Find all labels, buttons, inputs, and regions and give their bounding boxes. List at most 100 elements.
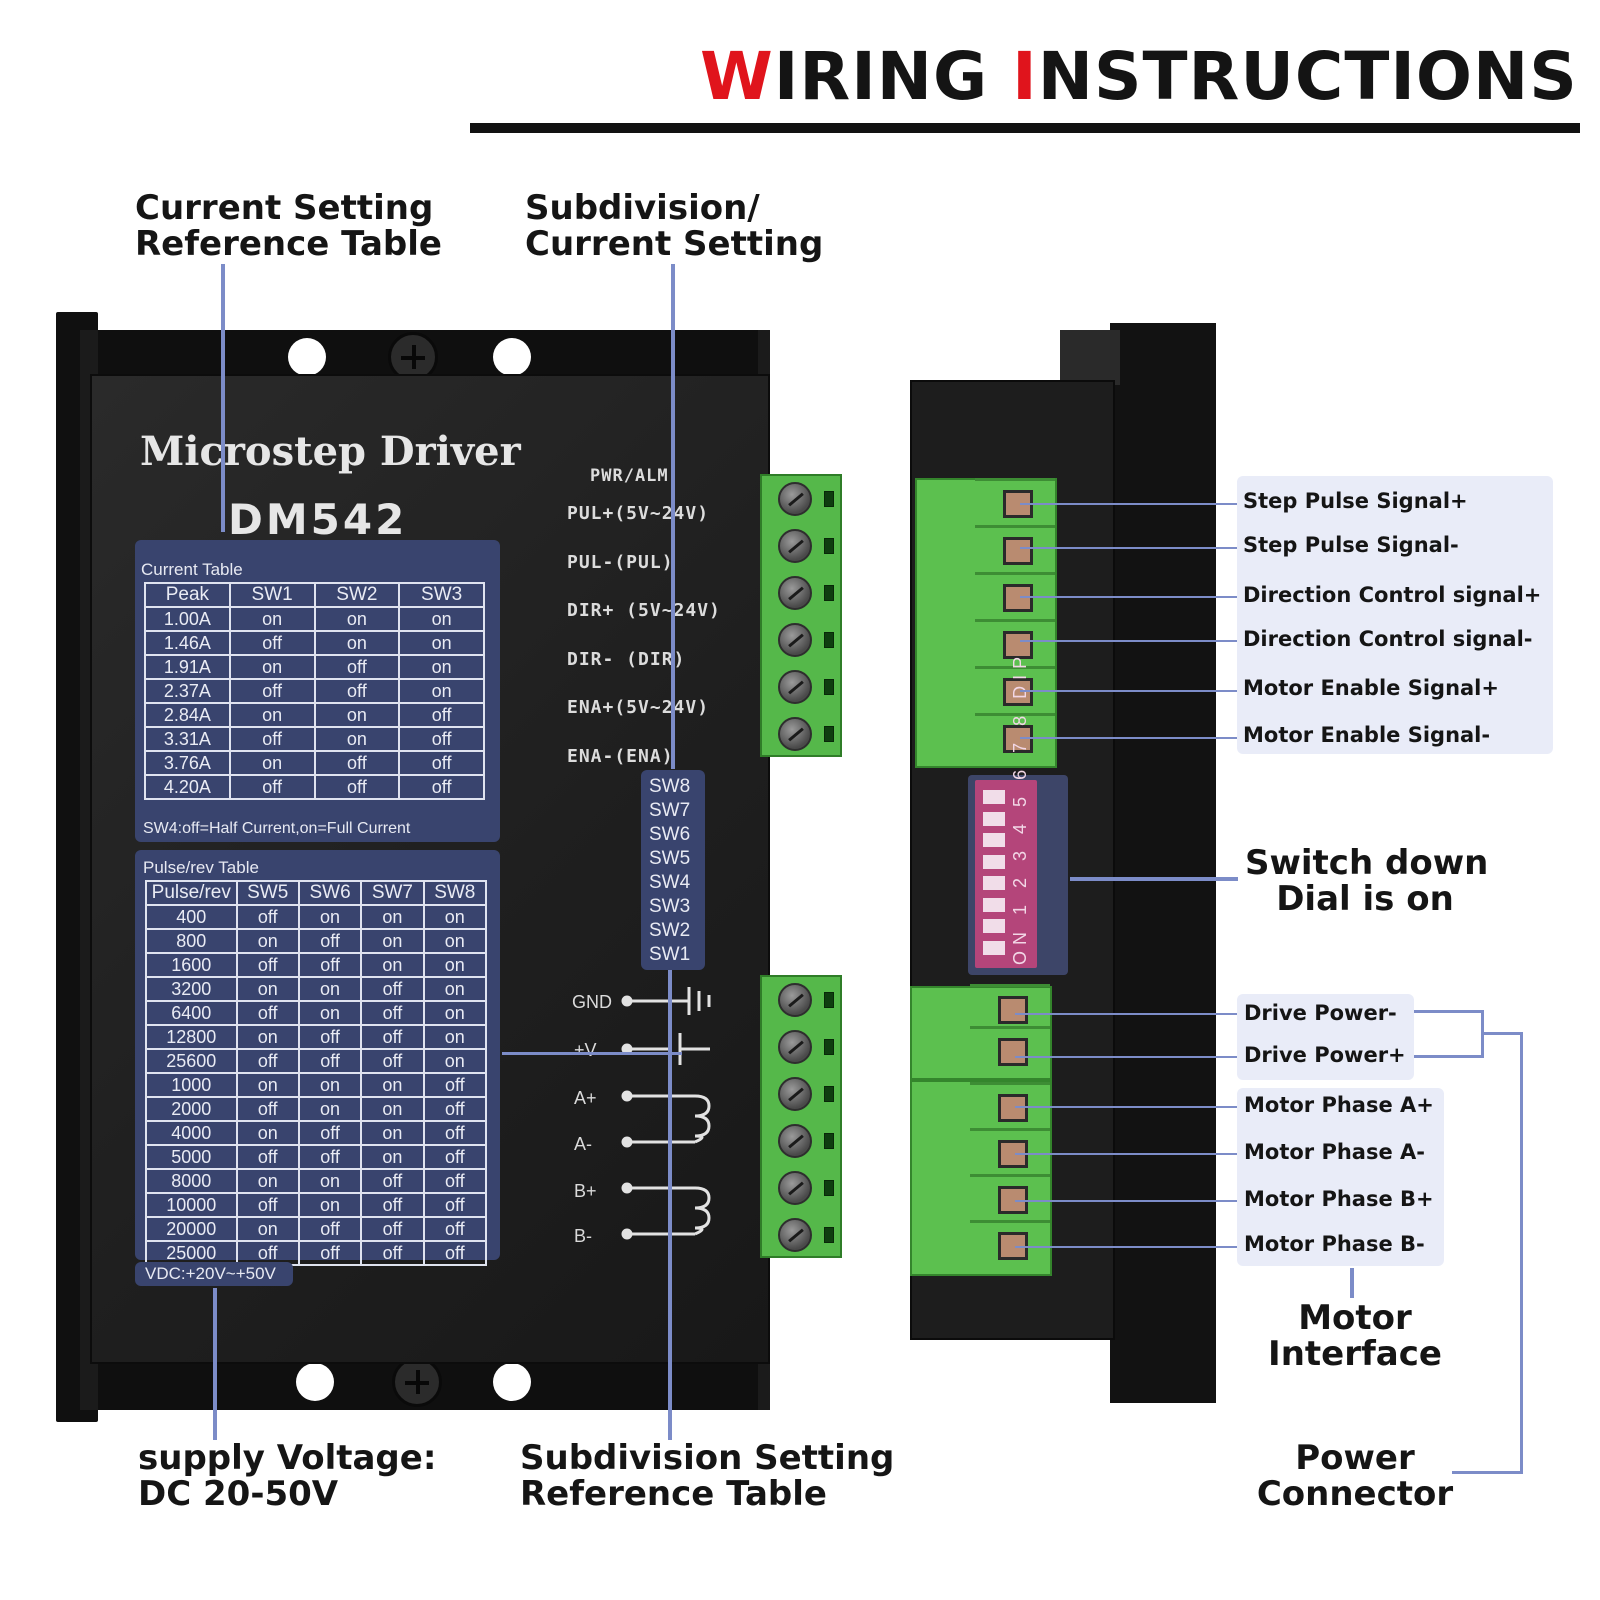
- vdc-badge: VDC:+20V~+50V: [135, 1262, 293, 1286]
- dip-lever[interactable]: [983, 854, 1005, 869]
- leader-line: [502, 1052, 682, 1055]
- callout-line: Reference Table: [520, 1474, 827, 1514]
- leader-line: [1015, 1200, 1237, 1202]
- connector-slot[interactable]: [1003, 725, 1033, 753]
- signal-label-box: [1237, 476, 1553, 754]
- table-header-cell: SW1: [228, 582, 316, 608]
- driver-bottom-rail: [98, 1355, 758, 1410]
- table-cell: 1.91A: [144, 654, 231, 680]
- terminal-indicator: [824, 1180, 834, 1196]
- table-cell: off: [422, 1240, 488, 1266]
- dip-switch[interactable]: [975, 780, 1037, 968]
- table-cell: off: [422, 1120, 488, 1146]
- connector-ridge: [975, 713, 1055, 716]
- connector-ridge: [975, 619, 1055, 622]
- dip-lever[interactable]: [983, 790, 1005, 804]
- side-top-lip: [1060, 330, 1120, 385]
- table-cell: 3.76A: [144, 750, 231, 776]
- table-cell: off: [235, 952, 300, 978]
- label-drive-power-plus: Drive Power+: [1244, 1043, 1406, 1067]
- dip-lever[interactable]: [983, 876, 1005, 890]
- table-header-cell: SW5: [235, 880, 300, 906]
- table-cell: on: [228, 606, 316, 632]
- leader-line: [1520, 1032, 1523, 1474]
- power-schematic-icon: [621, 987, 711, 1240]
- dip-lever[interactable]: [983, 897, 1005, 912]
- table-cell: 5000: [145, 1144, 238, 1170]
- connector-slot[interactable]: [998, 996, 1028, 1024]
- callout-line: Switch down: [1245, 843, 1489, 883]
- table-cell: on: [235, 1024, 300, 1050]
- terminal-b-plus-label: B+: [574, 1181, 597, 1201]
- connector-slot[interactable]: [998, 1038, 1028, 1066]
- table-cell: off: [398, 726, 485, 752]
- terminal-screw-icon[interactable]: [778, 482, 812, 516]
- table-cell: off: [313, 774, 401, 800]
- table-cell: on: [313, 726, 401, 752]
- table-cell: on: [360, 952, 425, 978]
- table-cell: on: [422, 904, 488, 930]
- table-cell: 3200: [145, 976, 238, 1002]
- terminal-screw-icon[interactable]: [778, 623, 812, 657]
- terminal-screw-icon[interactable]: [778, 1030, 812, 1064]
- terminal-indicator: [824, 632, 834, 648]
- terminal-screw-icon[interactable]: [778, 1077, 812, 1111]
- table-cell: off: [297, 928, 363, 954]
- leader-line: [1481, 1032, 1523, 1035]
- table-cell: off: [235, 1048, 300, 1074]
- leader-line: [1020, 503, 1237, 505]
- table-cell: 1000: [145, 1072, 238, 1098]
- table-cell: on: [422, 952, 488, 978]
- table-cell: on: [228, 750, 316, 776]
- leader-line: [1015, 1246, 1237, 1248]
- callout-power-connector: Power Connector: [1255, 1440, 1455, 1512]
- terminal-screw-icon[interactable]: [778, 1171, 812, 1205]
- terminal-screw-icon[interactable]: [778, 529, 812, 563]
- terminal-screw-icon[interactable]: [778, 670, 812, 704]
- terminal-b-minus-label: B-: [574, 1226, 592, 1246]
- terminal-a-plus-label: A+: [574, 1088, 597, 1108]
- callout-line: Subdivision Setting: [520, 1438, 895, 1478]
- dip-lever[interactable]: [983, 811, 1005, 826]
- dip-lever[interactable]: [983, 833, 1005, 847]
- terminal-screw-icon[interactable]: [778, 1124, 812, 1158]
- label-enable-minus: Motor Enable Signal-: [1243, 723, 1491, 747]
- connector-slot[interactable]: [1003, 678, 1033, 706]
- signal-terminal-block: [760, 474, 842, 757]
- label-step-pulse-plus: Step Pulse Signal+: [1243, 489, 1468, 513]
- connector-slot[interactable]: [1003, 631, 1033, 659]
- callout-line: Dial is on: [1276, 879, 1454, 919]
- vdc-label: VDC:+20V~+50V: [145, 1264, 276, 1283]
- terminal-screw-icon[interactable]: [778, 983, 812, 1017]
- terminal-screw-icon[interactable]: [778, 1218, 812, 1252]
- label-motor-b-minus: Motor Phase B-: [1244, 1232, 1425, 1256]
- connector-slot[interactable]: [998, 1094, 1028, 1122]
- table-header-cell: SW8: [422, 880, 488, 906]
- connector-slot[interactable]: [1003, 537, 1033, 565]
- table-cell: 1.46A: [144, 630, 231, 656]
- terminal-screw-icon[interactable]: [778, 717, 812, 751]
- terminal-label: DIR+ (5V~24V): [567, 600, 721, 621]
- connector-ridge: [970, 1128, 1050, 1131]
- table-cell: off: [235, 1192, 300, 1218]
- terminal-label: PWR/ALM: [590, 466, 669, 486]
- terminal-screw-icon[interactable]: [778, 576, 812, 610]
- callout-line: Motor: [1298, 1298, 1412, 1338]
- connector-slot[interactable]: [998, 1186, 1028, 1214]
- pulse-table-title: Pulse/rev Table: [143, 858, 259, 877]
- table-cell: off: [297, 1120, 363, 1146]
- table-cell: 6400: [145, 1000, 238, 1026]
- dip-lever[interactable]: [983, 940, 1005, 955]
- connector-slot[interactable]: [1003, 584, 1033, 612]
- table-cell: off: [313, 678, 401, 704]
- table-cell: 400: [145, 904, 238, 930]
- callout-line: supply Voltage:: [138, 1438, 437, 1478]
- dip-lever[interactable]: [983, 919, 1005, 933]
- terminal-indicator: [824, 1086, 834, 1102]
- table-cell: 4.20A: [144, 774, 231, 800]
